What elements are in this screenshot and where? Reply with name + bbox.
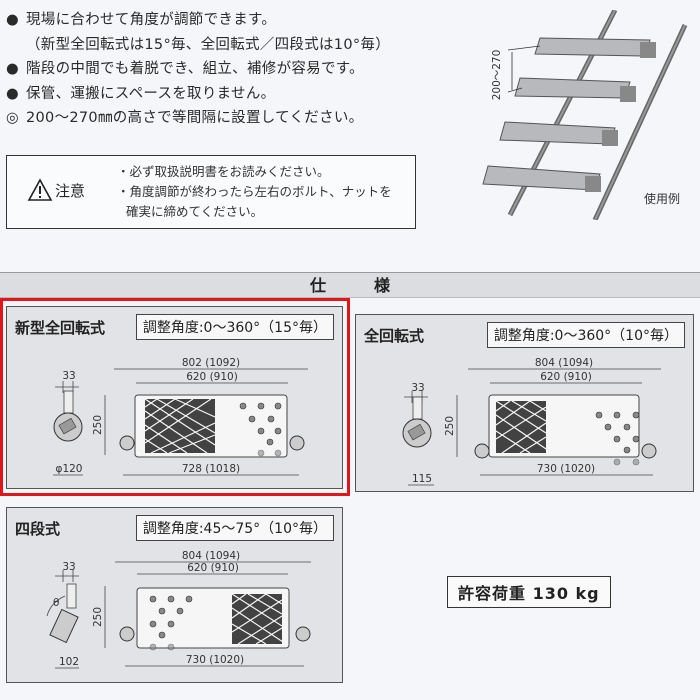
spec-header: 仕様 bbox=[0, 272, 700, 298]
model-panel-four-step: θ 33 102 804 (1094) 620 (910) 250 730 (1… bbox=[6, 507, 343, 683]
model-panel-full-rotation: 33 115 804 (1094) 620 (910) 250 730 (102… bbox=[355, 314, 694, 492]
feature-item: ●階段の中間でも着脱でき、組立、補修が容易です。 bbox=[6, 57, 390, 82]
model-panel-new-full-rotation: 33 φ120 802 (1092) 620 (910) 250 728 (10… bbox=[6, 306, 343, 489]
svg-text:804 (1094): 804 (1094) bbox=[535, 357, 593, 369]
svg-text:802 (1092): 802 (1092) bbox=[182, 357, 240, 369]
double-circle-icon: ◎ bbox=[6, 110, 19, 126]
svg-text:728 (1018): 728 (1018) bbox=[182, 463, 240, 475]
warning-triangle-icon bbox=[27, 178, 53, 201]
svg-text:200〜270: 200〜270 bbox=[491, 50, 503, 101]
adjust-angle: 調整角度:0〜360°（10°毎） bbox=[486, 322, 685, 348]
adjust-angle: 調整角度:0〜360°（15°毎） bbox=[135, 314, 334, 340]
illustration-caption: 使用例 bbox=[644, 192, 681, 206]
model-name: 四段式 bbox=[15, 520, 61, 538]
svg-text:102: 102 bbox=[59, 656, 79, 668]
svg-text:730 (1020): 730 (1020) bbox=[186, 654, 244, 666]
caution-label: 注意 bbox=[27, 178, 85, 202]
features-section: ●現場に合わせて角度が調節できます。 （新型全回転式は15°毎、全回転式／四段式… bbox=[0, 0, 700, 240]
svg-text:33: 33 bbox=[411, 382, 424, 394]
svg-text:θ: θ bbox=[53, 597, 59, 609]
adjust-angle: 調整角度:45〜75°（10°毎） bbox=[135, 515, 334, 541]
svg-text:620 (910): 620 (910) bbox=[540, 371, 592, 383]
bullet-icon: ● bbox=[6, 85, 19, 102]
model-name: 新型全回転式 bbox=[15, 319, 106, 337]
dimension-drawing: 33 115 804 (1094) 620 (910) 250 730 (102… bbox=[402, 357, 661, 486]
feature-list: ●現場に合わせて角度が調節できます。 （新型全回転式は15°毎、全回転式／四段式… bbox=[6, 8, 390, 131]
bullet-icon: ● bbox=[6, 12, 19, 28]
svg-text:804 (1094): 804 (1094) bbox=[182, 550, 240, 562]
feature-item: ●現場に合わせて角度が調節できます。 bbox=[6, 8, 390, 33]
svg-text:115: 115 bbox=[412, 473, 432, 485]
feature-item-note: （新型全回転式は15°毎、全回転式／四段式は10°毎） bbox=[26, 36, 390, 53]
model-name: 全回転式 bbox=[364, 327, 425, 345]
feature-item: ◎200〜270㎜の高さで等間隔に設置してください。 bbox=[6, 106, 390, 131]
svg-text:33: 33 bbox=[62, 370, 75, 382]
caution-box: 注意 ・必ず取扱説明書をお読みください。 ・角度調節が終わったら左右のボルト、ナ… bbox=[6, 155, 416, 229]
stair-illustration: 200〜270 bbox=[482, 10, 688, 220]
svg-text:620 (910): 620 (910) bbox=[186, 371, 238, 383]
feature-item: ●保管、運搬にスペースを取りません。 bbox=[6, 82, 390, 107]
svg-text:φ120: φ120 bbox=[56, 463, 83, 475]
highlight-frame bbox=[0, 298, 350, 496]
svg-text:250: 250 bbox=[444, 416, 456, 436]
svg-text:620 (910): 620 (910) bbox=[187, 562, 239, 574]
dimension-drawing: θ 33 102 804 (1094) 620 (910) 250 730 (1… bbox=[46, 550, 311, 669]
svg-text:33: 33 bbox=[62, 561, 75, 573]
caution-text: ・必ず取扱説明書をお読みください。 ・角度調節が終わったら左右のボルト、ナットを… bbox=[117, 164, 392, 219]
bullet-icon: ● bbox=[6, 61, 19, 77]
svg-text:250: 250 bbox=[92, 415, 104, 435]
svg-text:730 (1020): 730 (1020) bbox=[537, 463, 595, 475]
dimension-drawing: 33 φ120 802 (1092) 620 (910) 250 728 (10… bbox=[53, 357, 308, 476]
svg-text:250: 250 bbox=[92, 607, 104, 627]
load-capacity: 許容荷重 130 kg bbox=[447, 576, 611, 608]
